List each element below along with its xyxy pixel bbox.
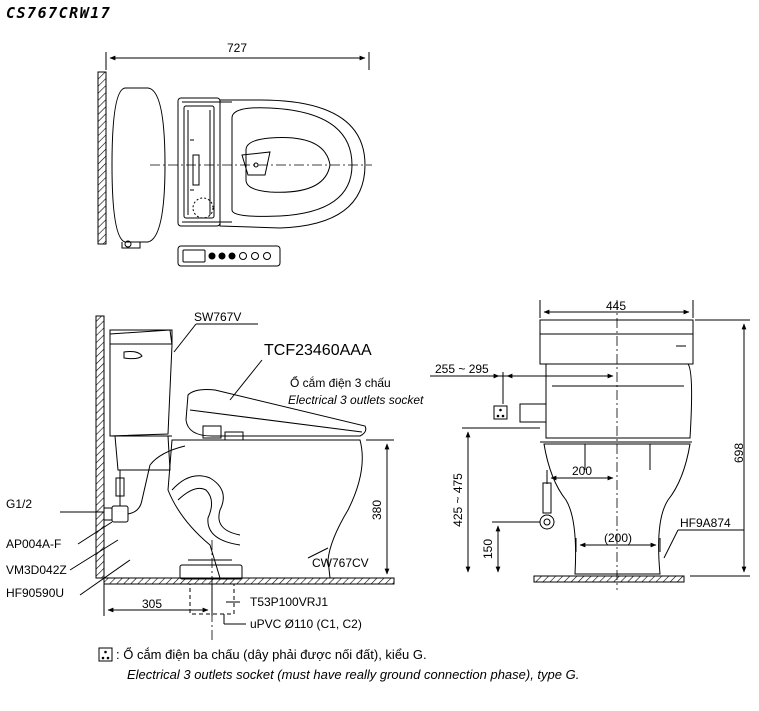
legend-vi: : Ổ cắm điện ba chấu (dây phải được nối …: [116, 647, 427, 662]
model-title: CS767CRW17: [6, 4, 111, 22]
legend-socket-icon: [98, 647, 113, 662]
tank-lid-front: [539, 319, 694, 335]
seat-front: [545, 363, 693, 439]
top-view: [97, 52, 372, 267]
dim-base-width: 200: [572, 464, 592, 478]
dim-socket-offset: 255 ~ 295: [435, 362, 489, 376]
label-flange: T53P100VRJ1: [250, 595, 328, 609]
bowl-outline-top: [219, 99, 366, 229]
dim-front-height: 698: [732, 443, 746, 463]
socket-box: [519, 403, 547, 423]
dim-base-width-ref: (200): [604, 531, 632, 545]
tank-side: [109, 329, 173, 437]
front-view: [430, 300, 750, 590]
label-hose: HF9A874: [680, 516, 731, 530]
label-valve-part: VM3D042Z: [6, 563, 67, 577]
label-inlet-thread: G1/2: [6, 497, 32, 511]
remote-control: [177, 245, 281, 267]
dim-top-width: 727: [227, 41, 247, 55]
label-pipe: uPVC Ø110 (C1, C2): [250, 617, 362, 631]
dim-side-depth: 305: [142, 597, 162, 611]
dim-side-height: 380: [370, 500, 384, 520]
wall-side-view: [95, 315, 105, 579]
legend-en: Electrical 3 outlets socket (must have r…: [127, 667, 579, 682]
dim-seat-height: 425 ~ 475: [451, 473, 465, 527]
seat-side: [185, 389, 367, 437]
socket-icon-front: [493, 405, 508, 420]
stop-valve: [111, 505, 129, 523]
label-stop-valve: AP004A-F: [6, 537, 61, 551]
bowl-side: [167, 439, 363, 579]
bowl-front: [543, 443, 691, 575]
dim-water-inlet-height: 150: [481, 539, 495, 559]
label-bowl: CW767CV: [312, 556, 369, 570]
socket-en: Electrical 3 outlets socket: [288, 393, 424, 407]
label-tank: SW767V: [194, 310, 241, 324]
floor-side-view: [103, 577, 395, 585]
socket-vi: Ổ cắm điện 3 chấu: [290, 375, 391, 390]
tank-outline: [111, 87, 166, 243]
wall-top-view: [97, 71, 107, 245]
dim-front-width: 445: [606, 299, 626, 313]
label-flex-hose: HF90590U: [6, 586, 64, 600]
flange: [179, 564, 243, 580]
label-seat: TCF23460AAA: [264, 342, 372, 359]
floor-front-view: [533, 575, 685, 583]
water-inlet: [539, 514, 555, 530]
side-view: [60, 315, 395, 640]
